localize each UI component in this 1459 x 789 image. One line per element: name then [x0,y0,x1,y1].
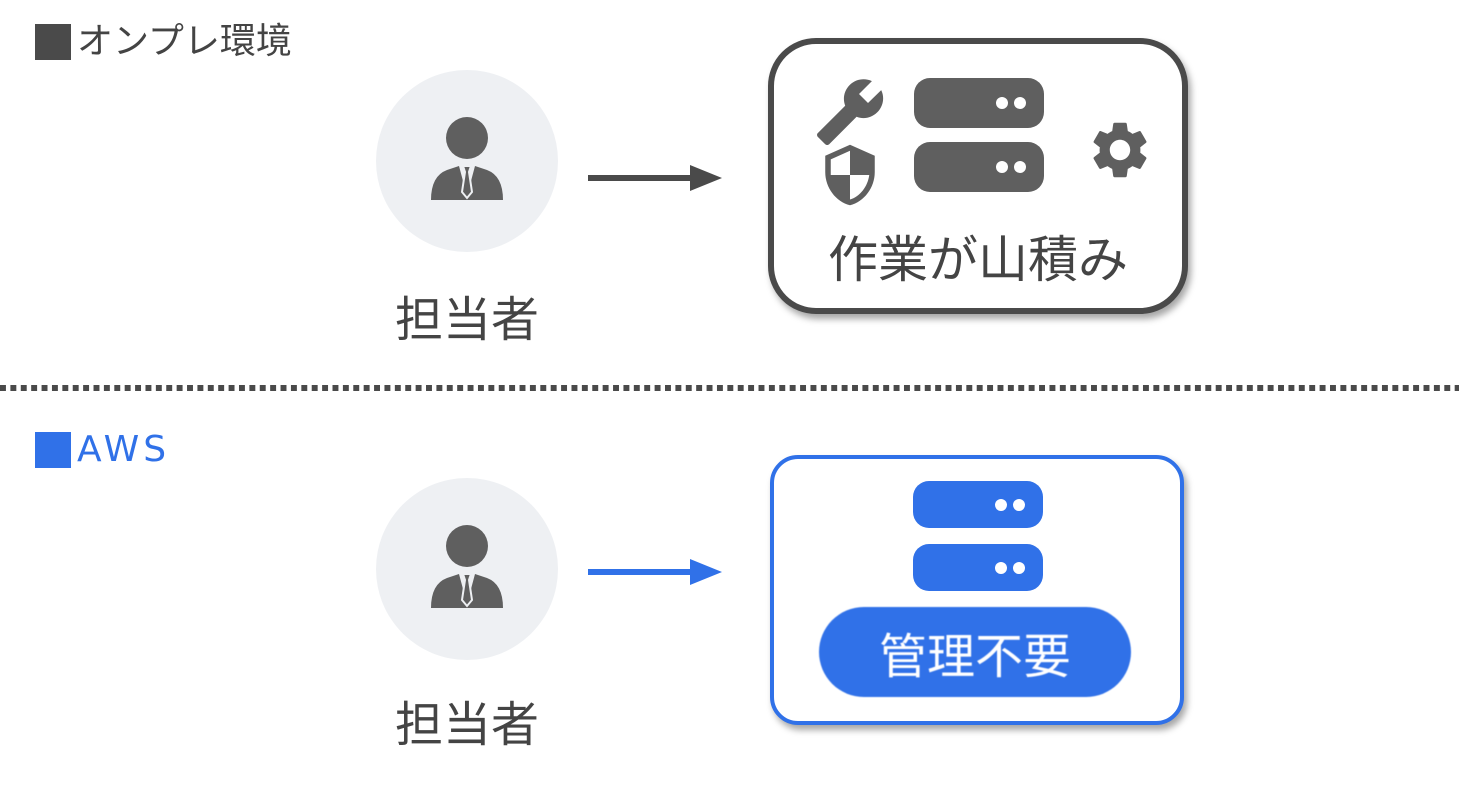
aws-section-title: AWS [35,430,170,470]
aws-managed-box: 管理不要 [770,455,1184,725]
person-avatar-onprem [376,70,558,252]
aws-title-text: AWS [77,429,171,470]
person-label-onprem: 担当者 [394,292,539,348]
server-icon [913,481,1043,591]
section-divider [0,385,1459,391]
onprem-section-title: オンプレ環境 [35,22,292,62]
arrow-right-icon [588,165,722,191]
person-avatar-aws [376,478,558,660]
onprem-box-caption: 作業が山積み [828,231,1128,289]
no-management-badge: 管理不要 [819,607,1131,697]
shield-icon [825,144,875,206]
server-icon [914,78,1044,192]
arrow-right-icon [588,559,722,585]
person-label-aws: 担当者 [394,697,539,753]
wrench-icon [817,79,884,145]
onprem-workload-box: 作業が山積み [768,38,1188,314]
square-bullet-icon [35,24,71,60]
onprem-title-text: オンプレ環境 [77,21,292,62]
gear-icon [1093,122,1147,178]
square-bullet-icon [35,432,71,468]
no-management-badge-text: 管理不要 [878,629,1071,685]
businessman-icon [431,117,503,200]
businessman-icon [431,525,503,608]
